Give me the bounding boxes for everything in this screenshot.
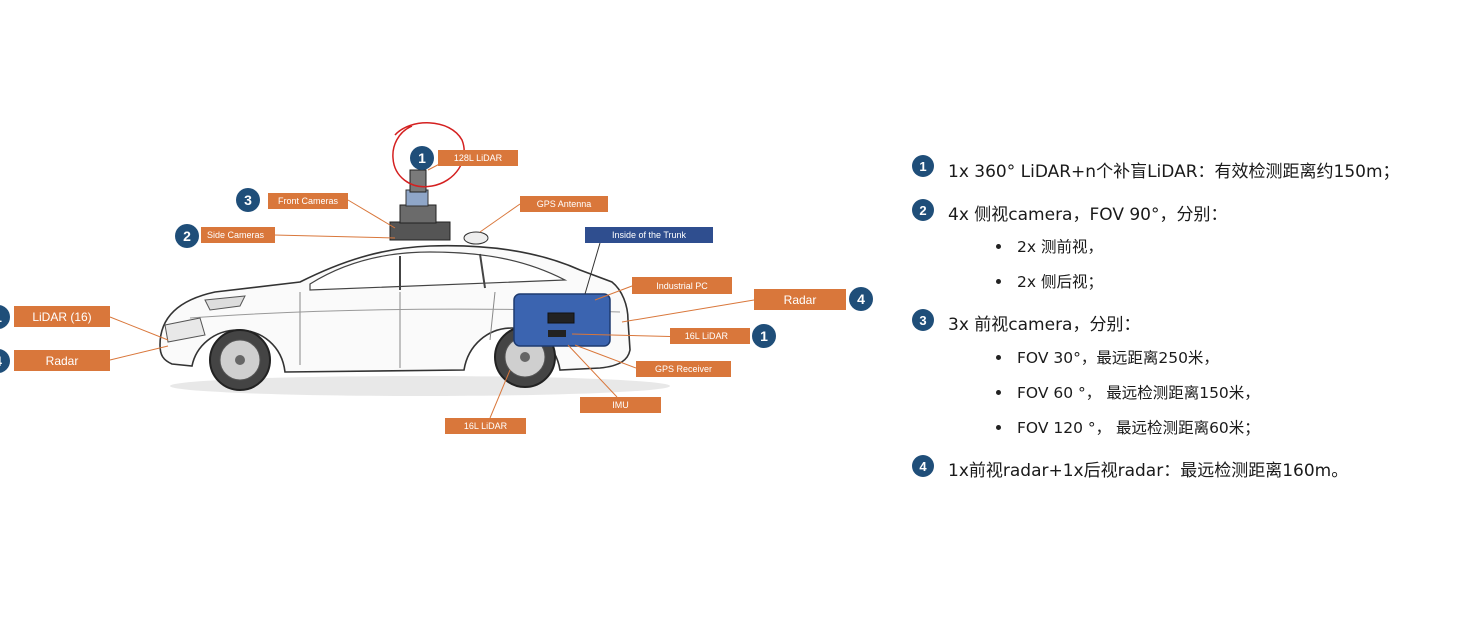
spec-marker-2: 2 xyxy=(912,199,934,221)
spec-item-3-sub-1: FOV 30°，最远距离250米， xyxy=(1017,349,1219,367)
car-illustration xyxy=(109,122,755,419)
marker-1-top: 1 xyxy=(410,146,434,170)
spec-item-3-sub-3: FOV 120 °， 最远检测距离60米； xyxy=(1017,419,1260,437)
label-lidar-16-front: LiDAR (16) xyxy=(14,306,110,327)
label-16l-lidar-bottom: 16L LiDAR xyxy=(445,418,526,434)
spec-item-1: 1x 360° LiDAR+n个补盲LiDAR：有效检测距离约150m； xyxy=(948,162,1400,182)
bullet xyxy=(996,390,1001,395)
bullet xyxy=(996,279,1001,284)
spec-marker-4: 4 xyxy=(912,455,934,477)
label-radar-front: Radar xyxy=(14,350,110,371)
label-front-cameras: Front Cameras xyxy=(268,193,348,209)
spec-marker-3: 3 xyxy=(912,309,934,331)
bullet xyxy=(996,244,1001,249)
marker-2: 2 xyxy=(175,224,199,248)
marker-1-left: 1 xyxy=(0,305,10,329)
bullet xyxy=(996,425,1001,430)
marker-3: 3 xyxy=(236,188,260,212)
label-imu: IMU xyxy=(580,397,661,413)
spec-item-2-sub-1: 2x 测前视， xyxy=(1017,238,1103,256)
marker-4-left: 4 xyxy=(0,349,10,373)
label-gps-antenna: GPS Antenna xyxy=(520,196,608,212)
spec-item-4: 1x前视radar+1x后视radar：最远检测距离160m。 xyxy=(948,461,1349,481)
label-128l-lidar: 128L LiDAR xyxy=(438,150,518,166)
label-radar-rear: Radar xyxy=(754,289,846,310)
spec-item-2-sub-2: 2x 侧后视； xyxy=(1017,273,1103,291)
marker-1-rear: 1 xyxy=(752,324,776,348)
label-industrial-pc: Industrial PC xyxy=(632,277,732,294)
marker-4-rear: 4 xyxy=(849,287,873,311)
spec-item-3: 3x 前视camera，分别： xyxy=(948,315,1141,335)
label-inside-trunk: Inside of the Trunk xyxy=(585,227,713,243)
label-side-cameras: Side Cameras xyxy=(201,227,275,243)
spec-item-3-sub-2: FOV 60 °， 最远检测距离150米， xyxy=(1017,384,1260,402)
spec-item-2: 4x 侧视camera，FOV 90°，分别： xyxy=(948,205,1228,225)
label-gps-receiver: GPS Receiver xyxy=(636,361,731,377)
spec-marker-1: 1 xyxy=(912,155,934,177)
bullet xyxy=(996,355,1001,360)
label-16l-lidar-rear: 16L LiDAR xyxy=(670,328,750,344)
